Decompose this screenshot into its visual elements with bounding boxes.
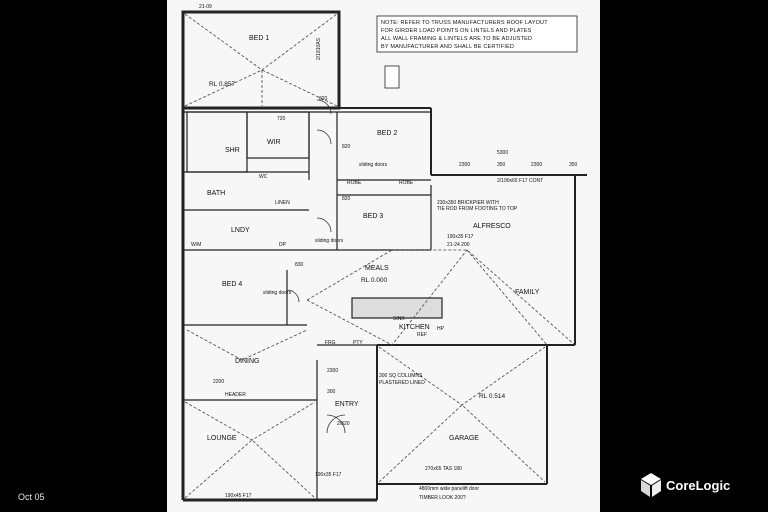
truss-note-3: ALL WALL FRAMING & LINTELS ARE TO BE ADJ… <box>381 36 532 42</box>
dim-350-b: 350 <box>569 162 578 168</box>
room-bath: BATH <box>207 190 225 197</box>
truss-note-2: FOR GIRDER LOAD POINTS ON LINTELS AND PL… <box>381 28 532 34</box>
fridge: FRG <box>325 340 336 346</box>
room-bed2: BED 2 <box>377 130 397 137</box>
garage-door: 4800mm wide panelift door <box>419 486 479 492</box>
dim-2300-b: 2300 <box>531 162 542 168</box>
room-garage: GARAGE <box>449 435 479 442</box>
corelogic-cube-icon <box>641 473 661 497</box>
column-note-2: PLASTERED LINED <box>379 380 425 386</box>
floor-plan-drawing: NOTE: REFER TO TRUSS MANUFACTURERS ROOF … <box>181 4 587 502</box>
ref: REF <box>417 332 427 338</box>
roof-lines <box>184 13 576 499</box>
room-bed3: BED 3 <box>363 213 383 220</box>
brand-watermark: CoreLogic <box>640 471 760 499</box>
room-lounge: LOUNGE <box>207 435 237 442</box>
date-stamp: Oct 05 <box>18 492 45 502</box>
entry-door: 2/820 <box>337 421 350 427</box>
truss-note-1: NOTE: REFER TO TRUSS MANUFACTURERS ROOF … <box>381 20 548 26</box>
door-720: 720 <box>277 116 286 122</box>
dim-2300-a: 2300 <box>459 162 470 168</box>
brand-name: CoreLogic <box>666 477 731 493</box>
level-garage: RL 0.514 <box>479 393 506 400</box>
room-family: FAMILY <box>515 289 540 296</box>
robe-a: ROBE <box>399 180 414 186</box>
dim-300: 300 <box>327 389 336 395</box>
wc: WC <box>259 174 268 180</box>
room-lndy: LNDY <box>231 227 250 234</box>
linen: LINEN <box>275 200 290 206</box>
notes-boxes <box>376 15 578 89</box>
sliding-doors-a: sliding doors <box>359 162 388 168</box>
brick-note-2: TIE ROD FROM FOOTING TO TOP <box>437 206 518 212</box>
brick-note-1: 230x350 BRICKPIER WITH <box>437 200 499 206</box>
doors <box>286 99 346 434</box>
room-bed4: BED 4 <box>222 281 242 288</box>
room-entry: ENTRY <box>335 401 359 408</box>
robe-b: ROBE <box>347 180 362 186</box>
truss-note-4: BY MANUFACTURER AND SHALL BE CERTIFIED <box>381 44 514 50</box>
room-shr: SHR <box>225 147 240 154</box>
column-note-1: 300 SQ COLUMNS <box>379 373 423 379</box>
door-820-a: 820 <box>319 96 328 102</box>
room-bed1: BED 1 <box>249 35 269 42</box>
dim-2300-c: 2300 <box>327 368 338 374</box>
walls <box>181 10 587 502</box>
alfresco-window: 21-24 200 <box>447 242 470 248</box>
door-820-b: 820 <box>342 144 351 150</box>
room-alfresco: ALFRESCO <box>473 223 511 230</box>
dim-5300: 5300 <box>497 150 508 156</box>
level-meals: RL 0.000 <box>361 277 388 284</box>
door-820-c: 820 <box>342 196 351 202</box>
room-kitchen: KITCHEN <box>399 324 430 331</box>
alfresco-beam: 190x35 F17 <box>447 234 474 240</box>
dim-350-a: 350 <box>497 162 506 168</box>
sliding-doors-c: sliding doors <box>263 290 292 296</box>
entry-window: 190x35 F17 <box>315 472 342 478</box>
bed1-window: 2/1810AS <box>316 37 322 60</box>
dim-2200: 2200 <box>213 379 224 385</box>
room-meals: MEALS <box>365 265 389 272</box>
hp: HP <box>437 326 445 332</box>
level-bed1: RL 0.857 <box>209 81 236 88</box>
floor-plan: NOTE: REFER TO TRUSS MANUFACTURERS ROOF … <box>167 0 600 512</box>
header-label: HEADER <box>225 392 246 398</box>
sink: SINK <box>393 316 405 322</box>
garage-beam: 270x65 TAS 180 <box>425 466 462 472</box>
lounge-window: 190x45 F17 <box>225 493 252 499</box>
room-dining: DINING <box>235 358 260 365</box>
door-830: 830 <box>295 262 304 268</box>
washing-machine: W/M <box>191 242 201 248</box>
timber-look: TIMBER LOOK 200? <box>419 495 466 501</box>
dp: DP <box>279 242 287 248</box>
beam-label: 2/190x65 F17 CONT <box>497 178 543 184</box>
room-wir: WIR <box>267 139 281 146</box>
top-dimension: 21-09 <box>199 4 212 10</box>
sliding-doors-b: sliding doors <box>315 238 344 244</box>
pantry: PTY <box>353 340 363 346</box>
